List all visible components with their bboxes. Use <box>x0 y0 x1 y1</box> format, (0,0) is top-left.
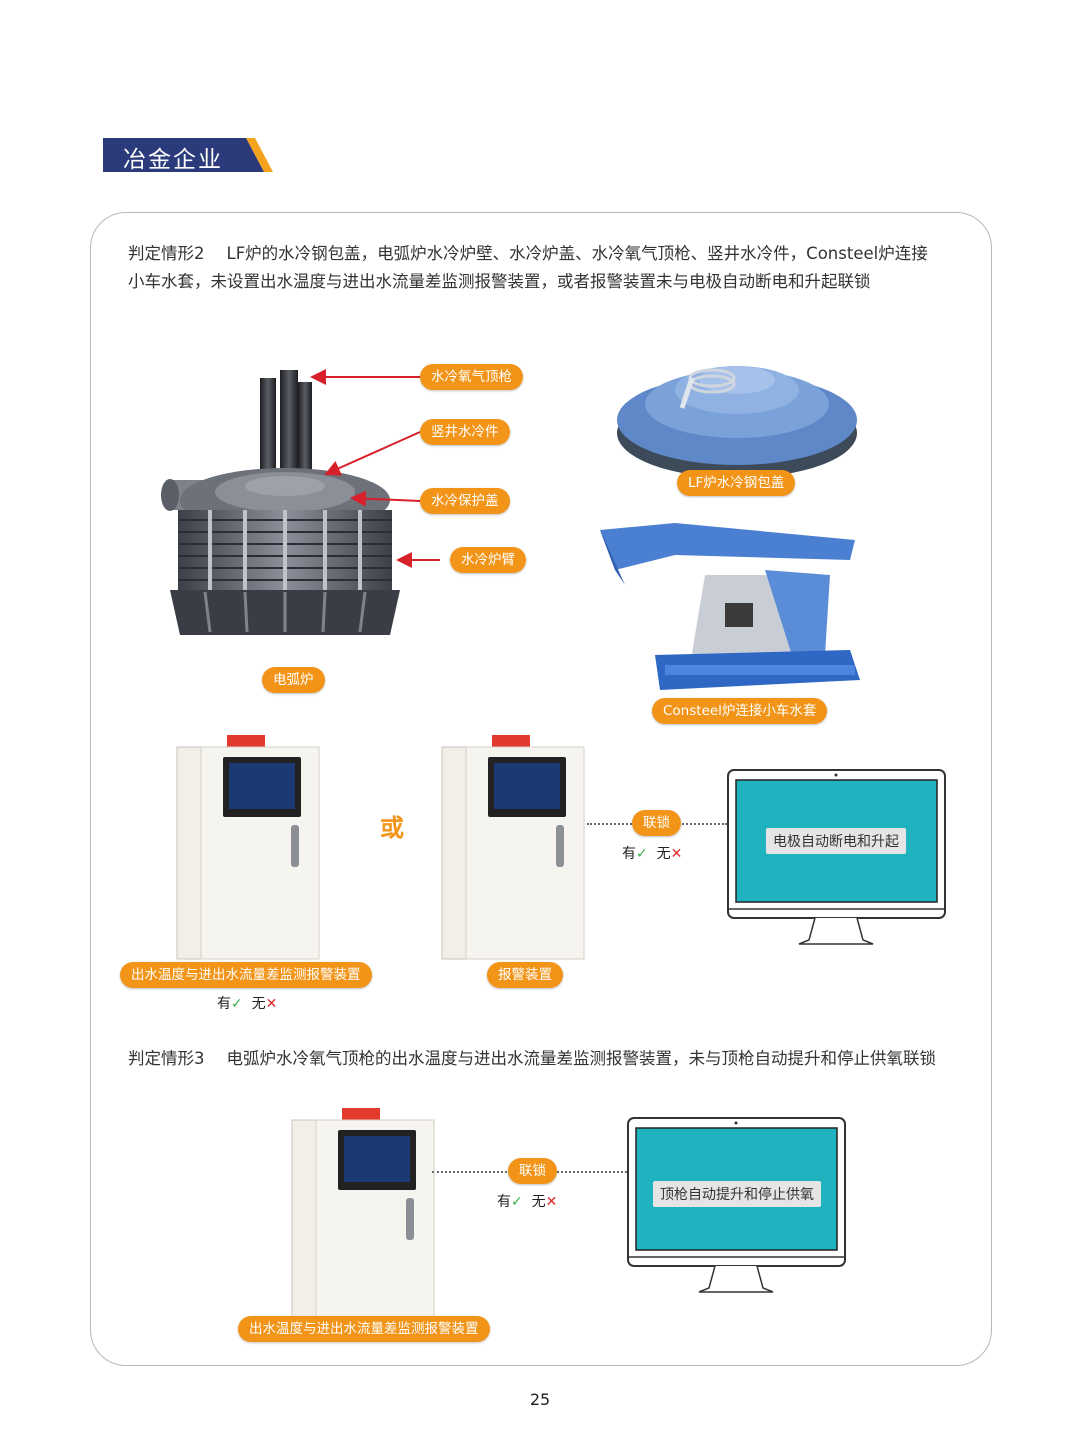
consteel-illustration <box>600 523 860 690</box>
check-icon: ✓ <box>636 846 648 862</box>
label-interlock-1: 联锁 <box>632 810 681 836</box>
eaf-callout-arrows <box>310 369 440 568</box>
case3-paragraph: 判定情形3 电弧炉水冷氧气顶枪的出水温度与进出水流量差监测报警装置，未与顶枪自动提… <box>128 1045 943 1073</box>
interlock2-no: 无 <box>531 1194 546 1210</box>
label-cabinet-1: 出水温度与进出水流量差监测报警装置 <box>120 962 372 988</box>
section-title: 冶金企业 <box>123 147 223 173</box>
section-header-bar <box>103 138 246 172</box>
label-interlock-2: 联锁 <box>508 1158 557 1184</box>
alarm-cabinet-2 <box>441 735 585 960</box>
monitor1-text: 电极自动断电和升起 <box>766 828 906 854</box>
case2-text: LF炉的水冷钢包盖，电弧炉水冷炉壁、水冷炉盖、水冷氧气顶枪、竖井水冷件，Cons… <box>128 244 928 291</box>
label-eaf: 电弧炉 <box>262 667 325 693</box>
interlock1-no: 无 <box>656 846 671 862</box>
alarm-cabinet-3 <box>291 1108 435 1333</box>
cross-icon: ✕ <box>545 1194 558 1210</box>
case3-lead: 判定情形3 <box>128 1049 205 1068</box>
lf-cover-illustration <box>617 366 857 478</box>
alarm-cabinet-1 <box>176 735 320 960</box>
label-cabinet-3: 出水温度与进出水流量差监测报警装置 <box>238 1316 490 1342</box>
interlock2-yes: 有 <box>497 1194 511 1210</box>
label-oxygen-lance: 水冷氧气顶枪 <box>420 364 523 390</box>
cabinet1-no: 无 <box>251 996 266 1012</box>
section-header: 冶金企业 <box>103 138 273 173</box>
case2-lead: 判定情形2 <box>128 244 205 263</box>
interlock2-check-row: 有✓ 无✕ <box>497 1191 557 1211</box>
section-header-accent <box>233 138 273 172</box>
label-cooling-wall: 水冷炉臂 <box>450 547 526 573</box>
monitor2-text: 顶枪自动提升和停止供氧 <box>653 1181 821 1207</box>
label-lf-cover: LF炉水冷钢包盖 <box>677 470 796 496</box>
case3-text: 电弧炉水冷氧气顶枪的出水温度与进出水流量差监测报警装置，未与顶枪自动提升和停止供… <box>226 1049 937 1068</box>
interlock1-yes: 有 <box>622 846 636 862</box>
monitor-1 <box>727 769 946 945</box>
eaf-illustration <box>161 370 400 635</box>
label-cooling-cover: 水冷保护盖 <box>420 488 510 514</box>
label-cabinet-2: 报警装置 <box>487 962 563 988</box>
cabinet1-check-row: 有✓ 无✕ <box>217 993 277 1013</box>
label-consteel: Consteel炉连接小车水套 <box>652 698 828 724</box>
check-icon: ✓ <box>231 996 243 1012</box>
interlock1-check-row: 有✓ 无✕ <box>622 843 682 863</box>
cross-icon: ✕ <box>265 996 278 1012</box>
or-text: 或 <box>380 814 404 842</box>
page-number: 25 <box>529 1390 551 1409</box>
label-shaft-cooling: 竖井水冷件 <box>420 419 510 445</box>
cabinet1-yes: 有 <box>217 996 231 1012</box>
cross-icon: ✕ <box>670 846 683 862</box>
check-icon: ✓ <box>511 1194 523 1210</box>
